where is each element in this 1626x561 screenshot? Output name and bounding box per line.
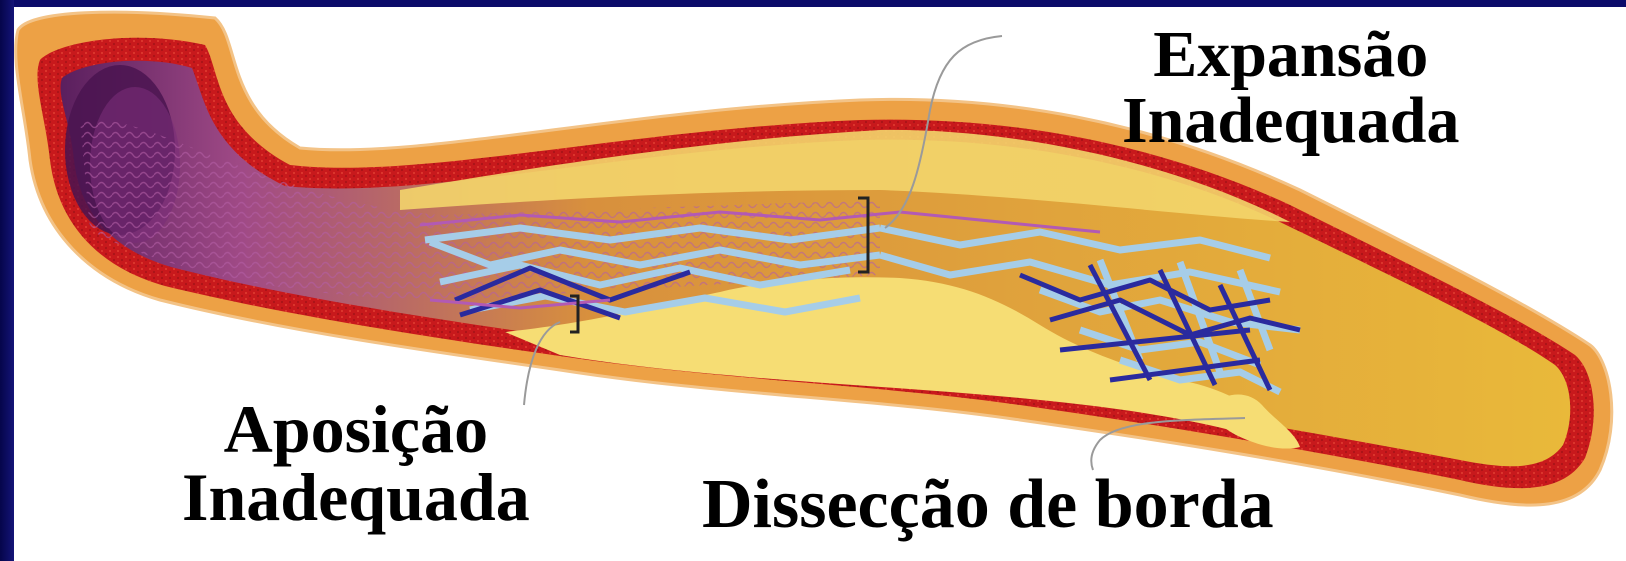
label-inadequate-expansion: Expansão Inadequada	[1122, 22, 1460, 154]
label-apposition-line2: Inadequada	[182, 463, 530, 531]
label-apposition-line1: Aposição	[182, 395, 530, 463]
frame-border-left	[0, 0, 14, 561]
label-inadequate-apposition: Aposição Inadequada	[182, 395, 530, 531]
label-dissection-line1: Dissecção de borda	[702, 470, 1274, 540]
label-expansion-line1: Expansão	[1122, 22, 1460, 88]
label-edge-dissection: Dissecção de borda	[702, 470, 1274, 540]
label-expansion-line2: Inadequada	[1122, 88, 1460, 154]
frame-border-top	[0, 0, 1626, 7]
